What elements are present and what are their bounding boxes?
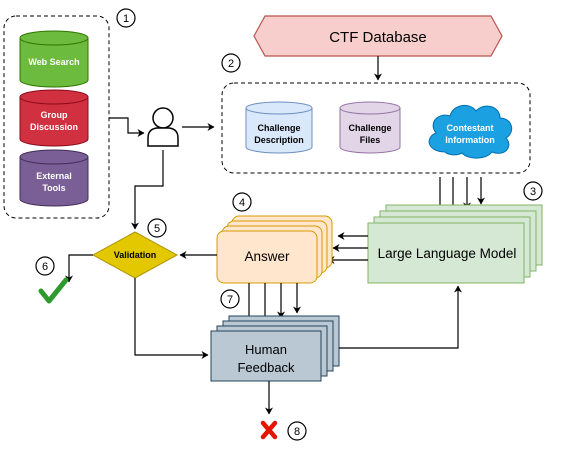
check-icon [38,277,69,304]
step-1-number: 1 [123,13,129,25]
step-2-number: 2 [228,58,234,70]
tools-group [3,15,110,219]
challenge-description-label-2: Description [254,135,304,145]
ctf-database-label: CTF Database [329,29,427,46]
step-7-marker [220,289,240,309]
cross-icon [260,420,278,440]
human-feedback-label-1: Human [245,342,287,357]
user-icon [147,107,179,147]
user-to-validation-arrow [131,150,164,230]
challenge-files-node: Challenge Files [339,101,401,154]
feedback-to-llm-arrow [339,285,462,349]
validation-node: Validation [91,231,179,279]
step-2-marker [221,53,241,73]
contestant-information-node: Contestant Information [428,104,513,159]
challenge-description-label-1: Challenge [257,123,300,133]
step-8-number: 8 [294,426,300,438]
step-7-number: 7 [227,294,233,306]
answer-node: Answer [216,215,333,284]
challenge-files-label-1: Challenge [348,123,391,133]
step-4-number: 4 [239,197,245,209]
inputs-group [221,82,531,174]
step-1-marker [116,8,136,28]
llm-node: Large Language Model [367,204,543,284]
contestant-information-label-2: Information [445,135,495,145]
human-feedback-node: Human Feedback [210,315,340,382]
ctf-database-node: CTF Database [253,15,503,57]
step-6-number: 6 [42,261,48,273]
llm-to-answer-arrows [327,232,368,264]
web-search-node: Web Search [19,30,89,88]
llm-label: Large Language Model [378,246,517,261]
step-3-marker [523,181,543,201]
challenge-description-node: Challenge Description [245,101,313,154]
group-discussion-node: Group Discussion [19,89,89,147]
challenge-files-label-2: Files [360,135,381,145]
group-discussion-label-1: Group [41,110,68,120]
tools-to-user-arrow [109,117,145,137]
step-4-marker [232,192,252,212]
contestant-information-label-1: Contestant [447,123,494,133]
web-search-label: Web Search [28,57,79,67]
validation-label: Validation [114,250,157,260]
step-8-marker [287,421,307,441]
external-tools-label-1: External [36,171,72,181]
step-3-number: 3 [530,186,536,198]
step-6-marker [35,256,55,276]
validation-to-success-arrow [65,254,93,283]
external-tools-node: External Tools [19,149,89,207]
human-feedback-label-2: Feedback [237,360,295,375]
step-5-number: 5 [154,223,160,235]
group-discussion-label-2: Discussion [30,122,78,132]
validation-to-feedback-arrow [134,278,209,359]
answer-label: Answer [244,249,290,264]
external-tools-label-2: Tools [42,183,65,193]
step-5-marker [147,218,167,238]
